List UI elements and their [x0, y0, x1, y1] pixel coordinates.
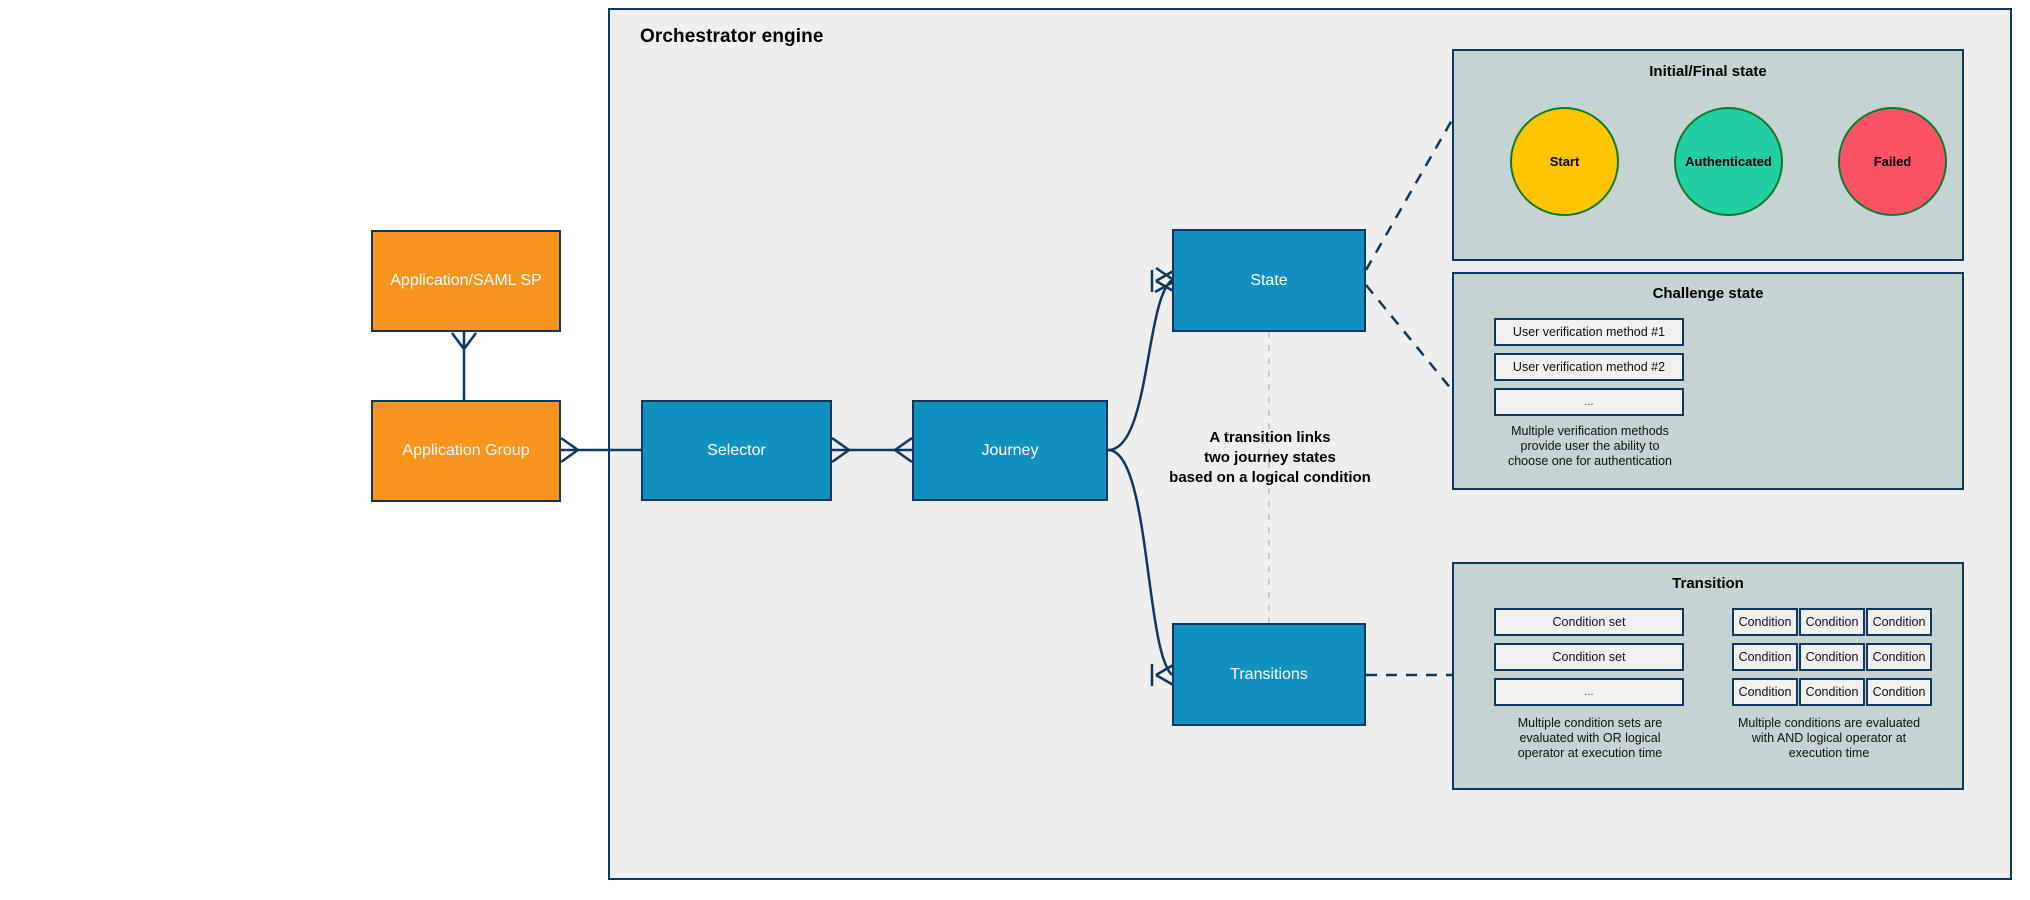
node-application-saml-sp-label: Application/SAML SP	[390, 272, 542, 289]
verification-method-chip-more-label: ...	[1584, 396, 1594, 408]
condition-chip-r2c1-label: Condition	[1738, 650, 1792, 664]
condition-chip-r2c1[interactable]: Condition	[1732, 643, 1798, 671]
condition-chip-r2c3-label: Condition	[1872, 650, 1926, 664]
node-selector[interactable]: Selector	[641, 400, 832, 501]
condition-set-chip-1-label: Condition set	[1552, 615, 1626, 629]
panel-initial-final-state-title: Initial/Final state	[1649, 63, 1767, 80]
transition-note-line-2: two journey states	[1204, 449, 1336, 466]
condition-set-chip-2[interactable]: Condition set	[1494, 643, 1684, 671]
condition-chip-r3c3-label: Condition	[1872, 685, 1926, 699]
condition-chip-r2c3[interactable]: Condition	[1866, 643, 1932, 671]
node-transitions-label: Transitions	[1230, 665, 1308, 683]
condition-set-chip-more[interactable]: ...	[1494, 678, 1684, 706]
verification-method-chip-more[interactable]: ...	[1494, 388, 1684, 416]
transition-note-line-3: based on a logical condition	[1169, 469, 1371, 486]
condition-chip-r2c2[interactable]: Condition	[1799, 643, 1865, 671]
panel-challenge-state-title: Challenge state	[1652, 285, 1764, 302]
node-application-group[interactable]: Application Group	[371, 400, 561, 502]
condition-set-chip-more-label: ...	[1584, 686, 1594, 698]
transition-note-line-1: A transition links	[1209, 429, 1331, 446]
transition-note-left-line-2: evaluated with OR logical	[1519, 731, 1661, 745]
orchestrator-engine-title: Orchestrator engine	[640, 26, 824, 47]
condition-chip-r1c2[interactable]: Condition	[1799, 608, 1865, 636]
condition-chip-r3c3[interactable]: Condition	[1866, 678, 1932, 706]
node-selector-label: Selector	[707, 441, 766, 459]
node-journey[interactable]: Journey	[912, 400, 1108, 501]
condition-chip-r1c3-label: Condition	[1872, 615, 1926, 629]
node-application-saml-sp[interactable]: Application/SAML SP	[371, 230, 561, 332]
condition-chip-r1c1[interactable]: Condition	[1732, 608, 1798, 636]
node-transitions[interactable]: Transitions	[1172, 623, 1366, 726]
condition-chip-r2c2-label: Condition	[1805, 650, 1859, 664]
state-circle-start[interactable]: Start	[1510, 107, 1619, 216]
verification-method-chip-2-label: User verification method #2	[1512, 360, 1666, 374]
verification-method-chip-1-label: User verification method #1	[1512, 325, 1666, 339]
challenge-note-line-1: Multiple verification methods	[1511, 424, 1669, 438]
challenge-state-note: Multiple verification methods provide us…	[1476, 424, 1704, 469]
condition-chip-r1c1-label: Condition	[1738, 615, 1792, 629]
panel-transition-title: Transition	[1672, 575, 1744, 592]
verification-method-chip-1[interactable]: User verification method #1	[1494, 318, 1684, 346]
condition-set-chip-2-label: Condition set	[1552, 650, 1626, 664]
condition-chip-r3c2-label: Condition	[1805, 685, 1859, 699]
transition-note-right-line-2: with AND logical operator at	[1751, 731, 1907, 745]
transition-note-left: Multiple condition sets are evaluated wi…	[1476, 716, 1704, 761]
condition-chip-r3c2[interactable]: Condition	[1799, 678, 1865, 706]
transition-note-left-line-3: operator at execution time	[1517, 746, 1663, 760]
condition-chip-r3c1-label: Condition	[1738, 685, 1792, 699]
condition-chip-r1c3[interactable]: Condition	[1866, 608, 1932, 636]
transition-note-left-line-1: Multiple condition sets are	[1517, 716, 1663, 730]
wire-app-to-group	[451, 332, 477, 400]
state-circle-authenticated-label: Authenticated	[1685, 154, 1772, 169]
node-application-group-label: Application Group	[402, 442, 530, 459]
state-circle-failed[interactable]: Failed	[1838, 107, 1947, 216]
node-state-label: State	[1250, 271, 1288, 289]
state-circle-authenticated[interactable]: Authenticated	[1674, 107, 1783, 216]
verification-method-chip-2[interactable]: User verification method #2	[1494, 353, 1684, 381]
panel-challenge-state: Challenge state User verification method…	[1452, 272, 1964, 490]
condition-set-chip-1[interactable]: Condition set	[1494, 608, 1684, 636]
node-state[interactable]: State	[1172, 229, 1366, 332]
challenge-note-line-2: provide user the ability to	[1520, 439, 1660, 453]
transition-note-right-line-1: Multiple conditions are evaluated	[1737, 716, 1921, 730]
panel-transition: Transition Condition set Condition set .…	[1452, 562, 1964, 790]
panel-initial-final-state: Initial/Final state Start Authenticated …	[1452, 49, 1964, 261]
state-circle-start-label: Start	[1549, 154, 1580, 169]
challenge-note-line-3: choose one for authentication	[1507, 454, 1672, 468]
node-journey-label: Journey	[981, 441, 1039, 459]
state-circle-failed-label: Failed	[1873, 154, 1912, 169]
transition-note-right: Multiple conditions are evaluated with A…	[1710, 716, 1948, 761]
condition-chip-r3c1[interactable]: Condition	[1732, 678, 1798, 706]
condition-chip-r1c2-label: Condition	[1805, 615, 1859, 629]
transition-note-right-line-3: execution time	[1788, 746, 1870, 760]
transition-explanation-note: A transition links two journey states ba…	[1140, 428, 1400, 488]
